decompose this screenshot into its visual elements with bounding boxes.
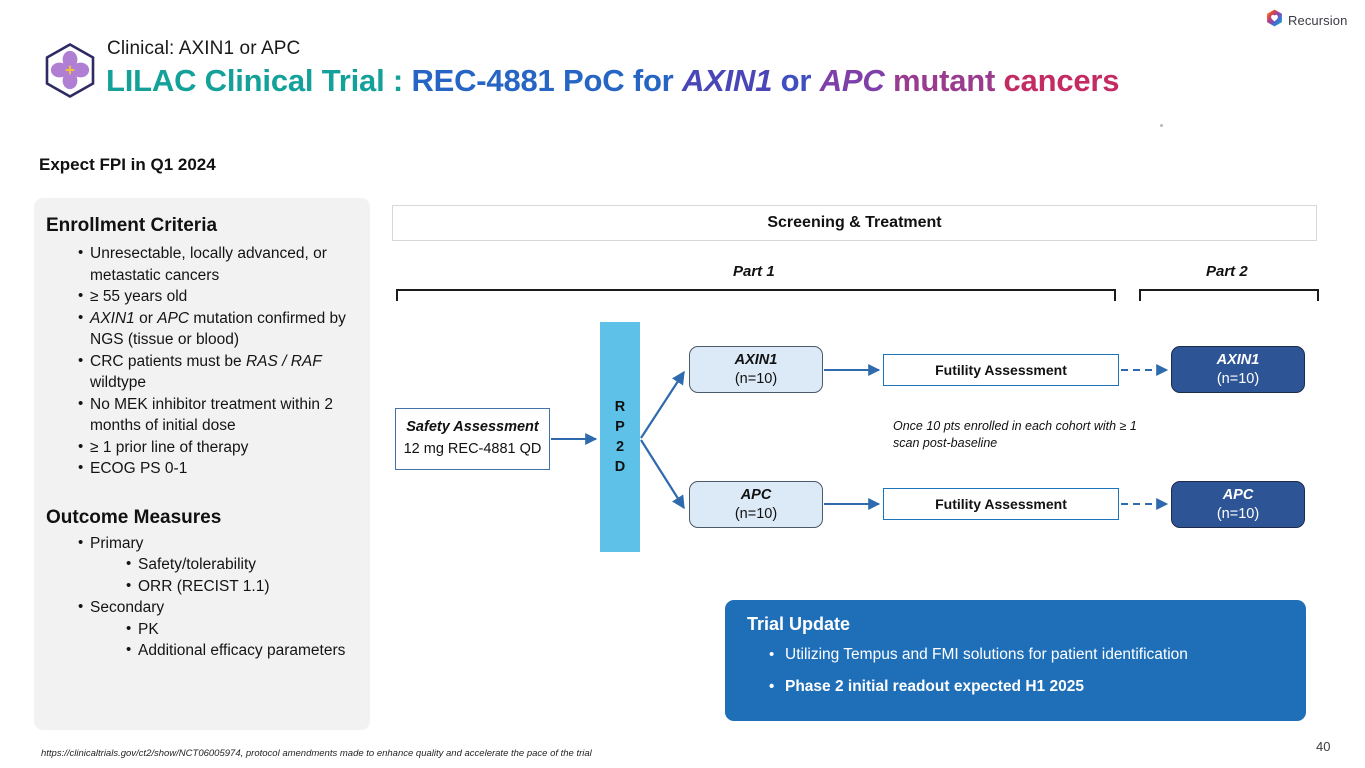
page-number: 40 [1316, 739, 1331, 754]
list-item: ≥ 1 prior line of therapy [34, 436, 370, 459]
title-segment-lilac: LILAC Clinical Trial : [106, 63, 412, 98]
futility-assessment-apc: Futility Assessment [883, 488, 1119, 520]
cohort-gene-label: APC [740, 486, 772, 503]
part-1-label: Part 1 [733, 263, 775, 280]
futility-note: Once 10 pts enrolled in each cohort with… [893, 419, 1137, 450]
title-segment-cancers: cancers [1003, 63, 1120, 98]
futility-assessment-axin1: Futility Assessment [883, 354, 1119, 386]
list-item: Unresectable, locally advanced, or metas… [34, 242, 370, 286]
cohort-n-label: (n=10) [1216, 505, 1260, 522]
rp2d-letter-2: 2 [615, 439, 625, 455]
safety-assessment-title: Safety Assessment [406, 419, 539, 435]
recursion-brand: Recursion [1266, 9, 1347, 32]
cohort-n-label: (n=10) [734, 370, 778, 387]
enrollment-panel: Enrollment Criteria Unresectable, locall… [34, 198, 370, 730]
cohort-gene-label: AXIN1 [1216, 351, 1260, 368]
futility-label: Futility Assessment [935, 496, 1067, 512]
footer-source-note: https://clinicaltrials.gov/ct2/show/NCT0… [41, 748, 592, 759]
trial-update-heading: Trial Update [747, 614, 851, 634]
part1-cohort-apc: APC (n=10) [689, 481, 823, 528]
screening-treatment-banner: Screening & Treatment [392, 205, 1317, 241]
screening-treatment-label: Screening & Treatment [767, 214, 942, 231]
rp2d-letter-r: R [614, 399, 626, 415]
safety-assessment-box: Safety Assessment 12 mg REC-4881 QD [395, 408, 550, 470]
list-item: ORR (RECIST 1.1) [34, 575, 370, 598]
list-item: AXIN1 or APC mutation confirmed by NGS (… [34, 307, 370, 351]
title-segment-mutant: mutant [884, 63, 1004, 98]
part1-cohort-axin1: AXIN1 (n=10) [689, 346, 823, 393]
safety-assessment-dose: 12 mg REC-4881 QD [403, 441, 542, 457]
enrollment-criteria-list: Unresectable, locally advanced, or metas… [34, 242, 370, 480]
title-segment-or: or [772, 63, 820, 98]
cohort-gene-label: AXIN1 [734, 351, 778, 368]
cohort-n-label: (n=10) [1216, 370, 1260, 387]
list-item: Phase 2 initial readout expected H1 2025 [747, 671, 1286, 703]
part2-cohort-axin1: AXIN1 (n=10) [1171, 346, 1305, 393]
title-segment-rec4881: REC-4881 PoC for [411, 63, 682, 98]
panel-spacer [34, 480, 370, 507]
trial-update-list: Utilizing Tempus and FMI solutions for p… [747, 639, 1286, 703]
eyebrow-text: Clinical: AXIN1 or APC [107, 38, 301, 59]
list-item: Utilizing Tempus and FMI solutions for p… [747, 639, 1286, 671]
part-1-bracket [396, 289, 1116, 301]
list-item: CRC patients must be RAS / RAF wildtype [34, 350, 370, 394]
secondary-outcome-sublist: PK Additional efficacy parameters [34, 618, 370, 662]
cohort-n-label: (n=10) [734, 505, 778, 522]
list-item: Additional efficacy parameters [34, 639, 370, 662]
title-segment-axin1: AXIN1 [681, 63, 773, 98]
list-item: PK [34, 618, 370, 641]
subheading: Expect FPI in Q1 2024 [39, 155, 216, 174]
secondary-outcome-group: Secondary [34, 596, 370, 619]
outcome-heading: Outcome Measures [46, 506, 222, 528]
rp2d-letter-p: P [615, 419, 625, 435]
cohort-gene-label: APC [1222, 486, 1254, 503]
list-item: Safety/tolerability [34, 553, 370, 576]
rp2d-bar: R P 2 D [600, 322, 640, 552]
futility-label: Futility Assessment [935, 362, 1067, 378]
list-item: ≥ 55 years old [34, 285, 370, 308]
primary-outcome-sublist: Safety/tolerability ORR (RECIST 1.1) [34, 553, 370, 598]
trial-update-card: Trial Update Utilizing Tempus and FMI so… [725, 600, 1306, 721]
recursion-wordmark: Recursion [1288, 13, 1348, 28]
list-item: ECOG PS 0-1 [34, 457, 370, 480]
page-title: LILAC Clinical Trial : REC-4881 PoC for … [106, 63, 1120, 99]
list-item: Secondary [34, 596, 370, 619]
decorative-dot [1160, 124, 1163, 127]
rp2d-letter-d: D [614, 459, 626, 475]
part2-cohort-apc: APC (n=10) [1171, 481, 1305, 528]
enrollment-heading: Enrollment Criteria [46, 215, 218, 236]
recursion-hexagon-icon [1266, 9, 1283, 32]
part-2-bracket [1139, 289, 1319, 301]
part-2-label: Part 2 [1206, 263, 1248, 280]
list-item: No MEK inhibitor treatment within 2 mont… [34, 393, 370, 437]
lilac-flower-hexagon-icon [43, 42, 97, 98]
outcome-measures-list: Primary [34, 532, 370, 555]
list-item: Primary [34, 532, 370, 555]
title-segment-apc: APC [819, 63, 885, 98]
